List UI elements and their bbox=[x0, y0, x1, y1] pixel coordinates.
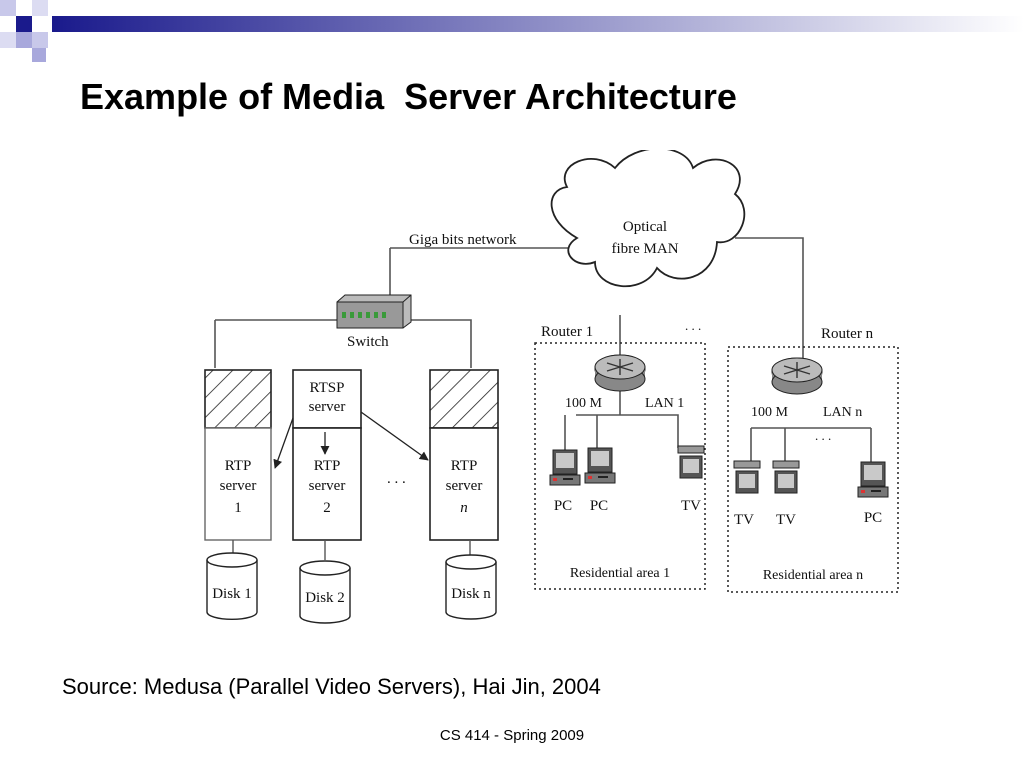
rtsp-control-arrows bbox=[273, 411, 429, 469]
slide-footer: CS 414 - Spring 2009 bbox=[439, 727, 585, 744]
svg-text:n: n bbox=[460, 500, 468, 516]
svg-text:PC: PC bbox=[554, 498, 572, 514]
pc-icon bbox=[549, 449, 581, 486]
svg-text:1: 1 bbox=[234, 500, 242, 516]
deco-square bbox=[0, 32, 16, 48]
svg-text:RTP: RTP bbox=[225, 458, 252, 474]
deco-square bbox=[32, 0, 48, 16]
deco-square bbox=[0, 0, 16, 16]
deco-square bbox=[32, 48, 46, 62]
title-gradient-bar bbox=[52, 16, 1024, 32]
router-n-label: Router n bbox=[821, 326, 874, 342]
deco-square bbox=[16, 16, 32, 32]
svg-text:PC: PC bbox=[590, 498, 608, 514]
svg-text:server: server bbox=[309, 478, 346, 494]
svg-text:LAN 1: LAN 1 bbox=[645, 396, 684, 411]
deco-square bbox=[16, 32, 32, 48]
svg-text:LAN n: LAN n bbox=[823, 405, 862, 420]
svg-text:TV: TV bbox=[734, 512, 754, 528]
switch-label: Switch bbox=[347, 334, 389, 350]
residential-area-1: Router 1 . . . 100 M LAN 1 PC PC TV Resi… bbox=[534, 318, 706, 590]
svg-text:Residential area n: Residential area n bbox=[763, 568, 863, 583]
rtsp-server: RTSP server bbox=[292, 369, 362, 429]
network-label: Giga bits network bbox=[409, 232, 517, 248]
slide-title: Example of Media Server Architecture bbox=[80, 76, 737, 117]
cloud-label-line1: Optical bbox=[623, 219, 667, 235]
tv-icon bbox=[677, 445, 705, 479]
residential-area-n: Router n 100 M LAN n . . . TV TV PC Resi… bbox=[727, 326, 899, 593]
lan-ellipsis: . . . bbox=[815, 428, 831, 443]
server-ellipsis: . . . bbox=[387, 471, 406, 487]
svg-text:Disk n: Disk n bbox=[451, 586, 491, 602]
svg-text:Disk 2: Disk 2 bbox=[305, 590, 345, 606]
disk-n: Disk n bbox=[445, 540, 497, 620]
svg-text:PC: PC bbox=[864, 510, 882, 526]
svg-text:100 M: 100 M bbox=[751, 405, 789, 420]
router-icon bbox=[771, 357, 823, 395]
source-citation: Source: Medusa (Parallel Video Servers),… bbox=[62, 674, 601, 699]
optical-fibre-cloud: Optical fibre MAN bbox=[550, 150, 746, 288]
tv-icon bbox=[733, 460, 761, 494]
svg-text:100 M: 100 M bbox=[565, 396, 603, 411]
architecture-diagram: Optical fibre MAN Giga bits network Swit… bbox=[204, 150, 899, 624]
svg-text:TV: TV bbox=[776, 512, 796, 528]
svg-text:RTSP: RTSP bbox=[310, 380, 345, 396]
tv-icon bbox=[772, 460, 800, 494]
svg-text:RTP: RTP bbox=[451, 458, 478, 474]
disk-1: Disk 1 bbox=[206, 540, 258, 620]
rtp-server-n: RTP server n bbox=[429, 369, 499, 541]
cloud-label-line2: fibre MAN bbox=[611, 241, 678, 257]
network-links bbox=[214, 237, 872, 468]
svg-text:Residential area 1: Residential area 1 bbox=[570, 566, 670, 581]
svg-text:TV: TV bbox=[681, 498, 701, 514]
svg-text:2: 2 bbox=[323, 500, 331, 516]
router-1-label: Router 1 bbox=[541, 324, 593, 340]
rtp-server-2: RTP server 2 bbox=[292, 427, 362, 541]
disk-2: Disk 2 bbox=[299, 540, 351, 624]
svg-text:server: server bbox=[446, 478, 483, 494]
pc-icon bbox=[584, 447, 616, 484]
rtp-server-1: RTP server 1 bbox=[204, 369, 272, 541]
svg-text:server: server bbox=[309, 399, 346, 415]
corner-decoration bbox=[0, 0, 1024, 62]
svg-text:RTP: RTP bbox=[314, 458, 341, 474]
pc-icon bbox=[857, 461, 889, 498]
router-icon bbox=[594, 354, 646, 392]
deco-square bbox=[32, 32, 48, 48]
svg-text:Disk 1: Disk 1 bbox=[212, 586, 252, 602]
svg-text:server: server bbox=[220, 478, 257, 494]
area-ellipsis: . . . bbox=[685, 318, 701, 333]
switch-device bbox=[336, 294, 412, 329]
